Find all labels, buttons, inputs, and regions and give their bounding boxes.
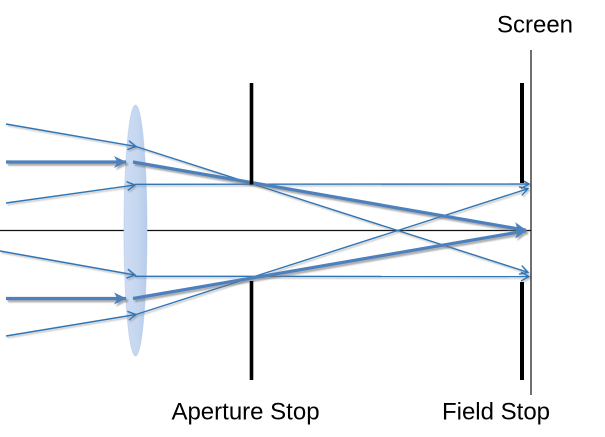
incoming-ray-lower-bottom — [5, 310, 138, 337]
thick-rays-group — [6, 156, 527, 305]
incoming-ray-upper-top — [5, 123, 138, 151]
incoming-ray-lower-top — [0, 250, 137, 279]
lens-shape — [123, 104, 148, 357]
refracted-chief-ray-upper — [132, 160, 527, 235]
thin-rays-group — [0, 123, 531, 337]
incoming-ray-upper-bottom — [5, 180, 137, 204]
refracted-ray-lower-marginal — [135, 186, 530, 316]
aperture-stop-label: Aperture Stop — [171, 399, 319, 426]
screen-label: Screen — [497, 12, 573, 39]
field-stop-label: Field Stop — [442, 399, 550, 426]
refracted-chief-ray-lower — [132, 226, 527, 301]
refracted-ray-upper-marginal — [135, 145, 530, 275]
